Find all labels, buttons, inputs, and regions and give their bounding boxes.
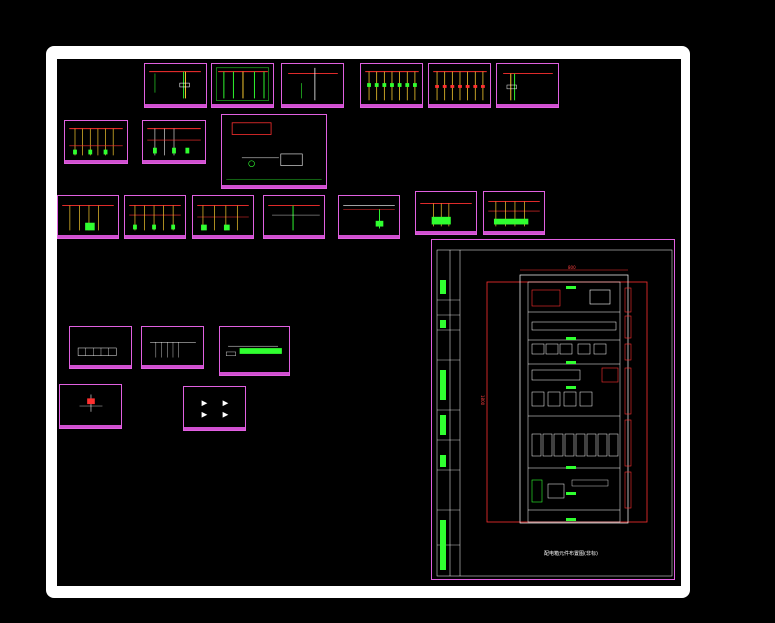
schematic-drawing <box>62 205 114 231</box>
sheet-5-2[interactable] <box>183 386 246 431</box>
schematic-drawing <box>433 71 487 101</box>
sheet-1-2[interactable] <box>211 63 274 108</box>
dimension-left: 1800 <box>480 395 485 406</box>
schematic-drawing <box>215 67 270 101</box>
schematic-drawing <box>420 202 472 227</box>
panel-title: 配电箱元件布置图(非标) <box>544 551 598 557</box>
sheet-4-1[interactable] <box>69 326 132 369</box>
schematic-drawing <box>268 205 320 231</box>
schematic-drawing <box>197 205 249 231</box>
table-drawing <box>225 345 282 356</box>
table-drawing <box>77 347 117 356</box>
dimension-top: 800 <box>568 265 576 270</box>
schematic-drawing <box>503 73 553 101</box>
panel-layout-drawing <box>436 249 673 577</box>
schematic-drawing <box>365 71 419 101</box>
schematic-drawing <box>488 201 540 227</box>
sheet-3-1[interactable] <box>57 195 119 239</box>
sheet-2-1[interactable] <box>64 120 128 164</box>
sheet-2-3[interactable] <box>221 114 327 189</box>
sheet-4-2[interactable] <box>141 326 204 369</box>
schematic-drawing <box>69 128 123 156</box>
sheet-1-1[interactable] <box>144 63 207 108</box>
sheet-3-7[interactable] <box>483 191 545 235</box>
sheet-2-2[interactable] <box>142 120 206 164</box>
schematic-drawing <box>147 128 201 156</box>
sheet-1-4[interactable] <box>360 63 423 108</box>
schematic-drawing <box>149 71 201 99</box>
panel-layout-sheet[interactable]: 800 1800 配电箱元件布置图(非标) <box>431 239 675 580</box>
table-drawing <box>150 342 196 358</box>
schematic-drawing <box>288 67 338 101</box>
sheet-3-2[interactable] <box>124 195 186 239</box>
sheet-1-3[interactable] <box>281 63 344 108</box>
sheet-3-5[interactable] <box>338 195 400 239</box>
sheet-1-5[interactable] <box>428 63 491 108</box>
symbol-drawing <box>79 394 103 412</box>
schematic-drawing <box>129 205 181 231</box>
sheet-3-4[interactable] <box>263 195 325 239</box>
schematic-drawing <box>343 205 395 229</box>
layout-drawing <box>226 122 322 180</box>
sheet-3-3[interactable] <box>192 195 254 239</box>
sheet-4-3[interactable] <box>219 326 290 376</box>
sheet-5-1[interactable] <box>59 384 122 429</box>
sheet-3-6[interactable] <box>415 191 477 235</box>
symbol-drawing <box>201 400 229 418</box>
sheet-1-6[interactable] <box>496 63 559 108</box>
